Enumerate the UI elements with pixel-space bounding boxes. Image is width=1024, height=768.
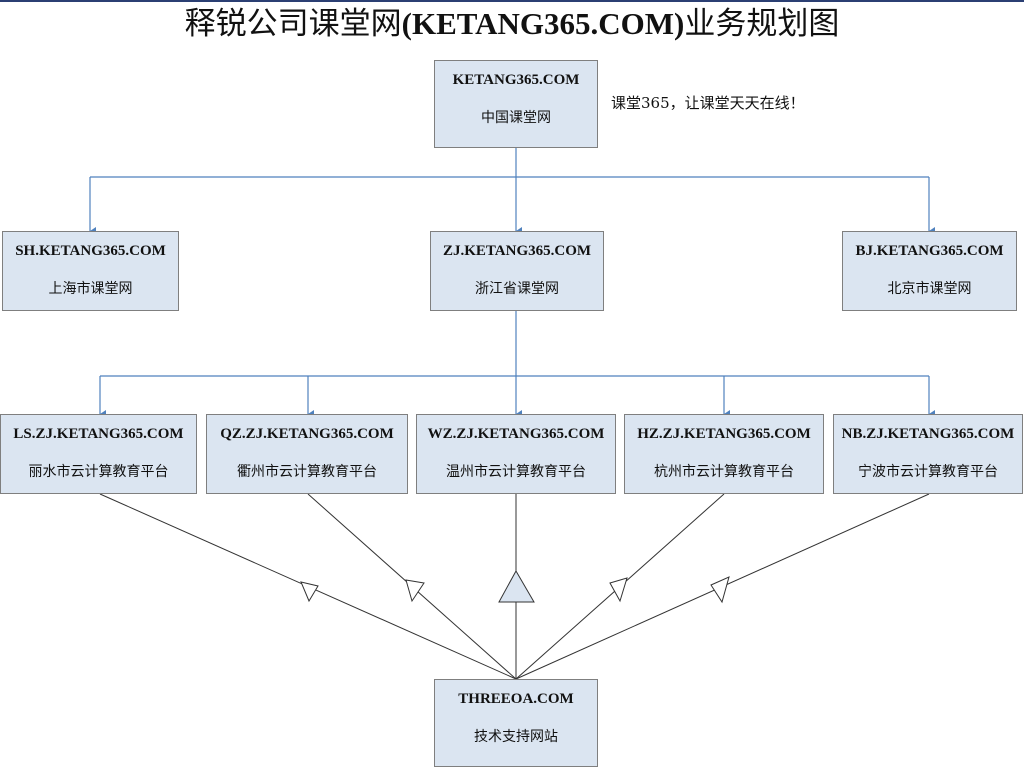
node-domain: NB.ZJ.KETANG365.COM <box>841 426 1015 442</box>
node-domain: BJ.KETANG365.COM <box>855 243 1004 259</box>
node-wz: WZ.ZJ.KETANG365.COM 温州市云计算教育平台 <box>416 414 616 494</box>
node-domain: ZJ.KETANG365.COM <box>442 243 592 259</box>
node-domain: KETANG365.COM <box>452 72 580 88</box>
node-domain: THREEOA.COM <box>458 691 574 707</box>
node-domain: HZ.ZJ.KETANG365.COM <box>637 426 811 442</box>
node-name: 杭州市云计算教育平台 <box>654 464 794 480</box>
node-sh: SH.KETANG365.COM 上海市课堂网 <box>2 231 179 311</box>
node-ketang365-root: KETANG365.COM 中国课堂网 <box>434 60 598 148</box>
node-name: 北京市课堂网 <box>887 281 972 297</box>
node-name: 温州市云计算教育平台 <box>446 464 586 480</box>
node-hz: HZ.ZJ.KETANG365.COM 杭州市云计算教育平台 <box>624 414 824 494</box>
title-cn-prefix: 释锐公司课堂网 <box>184 6 402 42</box>
node-name: 中国课堂网 <box>481 110 551 126</box>
tree-connectors <box>89 148 935 418</box>
triangle-arrowhead-ls <box>300 581 319 603</box>
node-name: 宁波市云计算教育平台 <box>858 464 998 480</box>
node-domain: SH.KETANG365.COM <box>15 243 166 259</box>
node-domain: WZ.ZJ.KETANG365.COM <box>427 426 605 442</box>
node-qz: QZ.ZJ.KETANG365.COM 衢州市云计算教育平台 <box>206 414 408 494</box>
title-latin: (KETANG365.COM) <box>401 6 685 41</box>
top-rule <box>0 0 1024 2</box>
triangle-arrowhead-qz <box>405 579 425 603</box>
triangle-arrowhead-hz <box>609 577 628 603</box>
page-title: 释锐公司课堂网(KETANG365.COM)业务规划图 <box>0 2 1024 46</box>
node-ls: LS.ZJ.KETANG365.COM 丽水市云计算教育平台 <box>0 414 197 494</box>
node-nb: NB.ZJ.KETANG365.COM 宁波市云计算教育平台 <box>833 414 1023 494</box>
node-domain: LS.ZJ.KETANG365.COM <box>13 426 184 442</box>
node-name: 丽水市云计算教育平台 <box>28 464 169 480</box>
node-name: 上海市课堂网 <box>48 281 133 297</box>
node-name: 浙江省课堂网 <box>475 281 559 297</box>
node-name: 衢州市云计算教育平台 <box>237 464 377 480</box>
node-name: 技术支持网站 <box>474 729 558 745</box>
node-bj: BJ.KETANG365.COM 北京市课堂网 <box>842 231 1017 311</box>
node-zj: ZJ.KETANG365.COM 浙江省课堂网 <box>430 231 604 311</box>
title-cn-suffix: 业务规划图 <box>684 6 840 42</box>
triangle-arrowhead-wz <box>498 569 535 603</box>
node-threeoa: THREEOA.COM 技术支持网站 <box>434 679 598 767</box>
generalization-arrowheads <box>300 569 730 604</box>
triangle-arrowhead-nb <box>710 576 730 604</box>
slogan-text: 课堂365，让课堂天天在线！ <box>611 94 805 112</box>
node-domain: QZ.ZJ.KETANG365.COM <box>220 426 394 442</box>
